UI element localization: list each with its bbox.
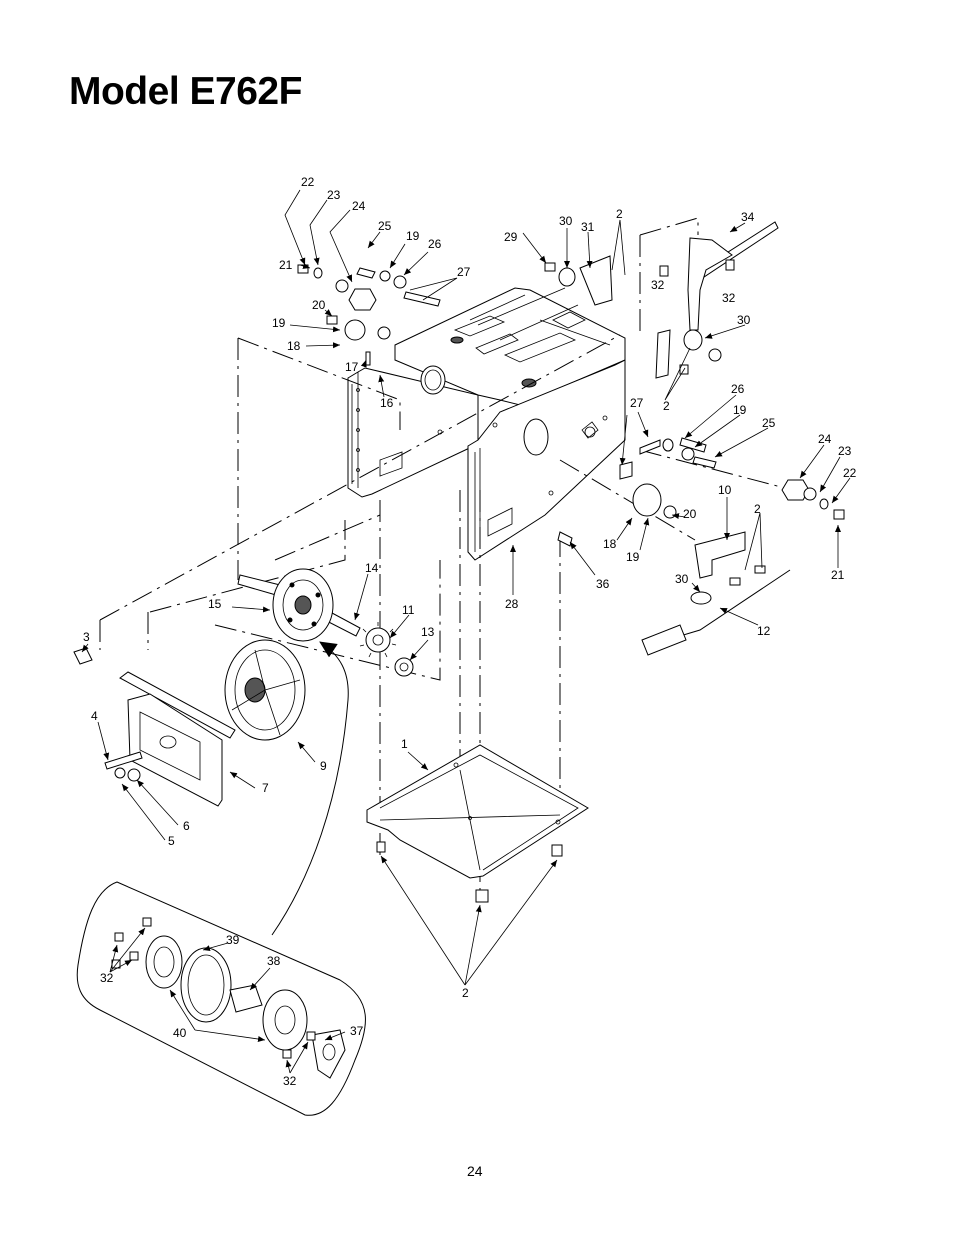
callout: 19 bbox=[272, 316, 286, 330]
callout: 1 bbox=[401, 737, 408, 751]
callout: 2 bbox=[616, 207, 623, 221]
callout: 36 bbox=[596, 577, 610, 591]
frame-housing bbox=[347, 287, 626, 561]
callout: 26 bbox=[731, 382, 745, 396]
callout: 10 bbox=[718, 483, 732, 497]
callout: 11 bbox=[402, 603, 415, 617]
callout: 18 bbox=[603, 537, 617, 551]
callout: 29 bbox=[504, 230, 518, 244]
callout: 18 bbox=[287, 339, 301, 353]
page-title: Model E762F bbox=[69, 70, 302, 113]
callout: 19 bbox=[406, 229, 420, 243]
callout: 6 bbox=[183, 819, 190, 833]
callout: 37 bbox=[350, 1024, 364, 1038]
callout: 20 bbox=[683, 507, 697, 521]
callout: 28 bbox=[505, 597, 519, 611]
callout: 39 bbox=[226, 933, 240, 947]
callout: 16 bbox=[380, 396, 394, 410]
callout: 30 bbox=[737, 313, 751, 327]
callout: 30 bbox=[675, 572, 689, 586]
callout: 9 bbox=[320, 759, 327, 773]
callout: 32 bbox=[283, 1074, 297, 1088]
callout: 22 bbox=[301, 175, 315, 189]
callout: 12 bbox=[757, 624, 771, 638]
callout: 30 bbox=[559, 214, 573, 228]
callout: 40 bbox=[173, 1026, 187, 1040]
callout: 7 bbox=[262, 781, 269, 795]
leader-arrows bbox=[81, 189, 851, 1074]
callout: 17 bbox=[345, 360, 359, 374]
callout: 27 bbox=[457, 265, 471, 279]
callout: 25 bbox=[378, 219, 392, 233]
callout-labels: 22 23 24 25 19 26 21 27 20 19 18 17 16 3… bbox=[83, 175, 857, 1088]
callout: 19 bbox=[733, 403, 747, 417]
callout: 27 bbox=[630, 396, 644, 410]
callout: 32 bbox=[100, 971, 114, 985]
callout: 19 bbox=[626, 550, 640, 564]
callout: 24 bbox=[818, 432, 832, 446]
callout: 14 bbox=[365, 561, 379, 575]
callout: 21 bbox=[831, 568, 845, 582]
callout: 32 bbox=[722, 291, 736, 305]
callout: 5 bbox=[168, 834, 175, 848]
callout: 13 bbox=[421, 625, 435, 639]
callout: 25 bbox=[762, 416, 776, 430]
drive-shaft-assembly bbox=[73, 568, 414, 807]
callout: 23 bbox=[327, 188, 341, 202]
callout: 26 bbox=[428, 237, 442, 251]
callout: 2 bbox=[754, 502, 761, 516]
callout: 21 bbox=[279, 258, 293, 272]
callout: 24 bbox=[352, 199, 366, 213]
callout: 20 bbox=[312, 298, 326, 312]
callout: 38 bbox=[267, 954, 281, 968]
callout: 22 bbox=[843, 466, 857, 480]
bottom-plate bbox=[366, 744, 589, 903]
callout: 2 bbox=[663, 399, 670, 413]
callout: 34 bbox=[741, 210, 755, 224]
inset-detail bbox=[76, 641, 366, 1116]
callout: 2 bbox=[462, 986, 469, 1000]
callout: 23 bbox=[838, 444, 852, 458]
callout: 32 bbox=[651, 278, 665, 292]
callout: 3 bbox=[83, 630, 90, 644]
callout: 15 bbox=[208, 597, 222, 611]
callout: 4 bbox=[91, 709, 98, 723]
page-number: 24 bbox=[467, 1163, 483, 1179]
callout: 31 bbox=[581, 220, 595, 234]
